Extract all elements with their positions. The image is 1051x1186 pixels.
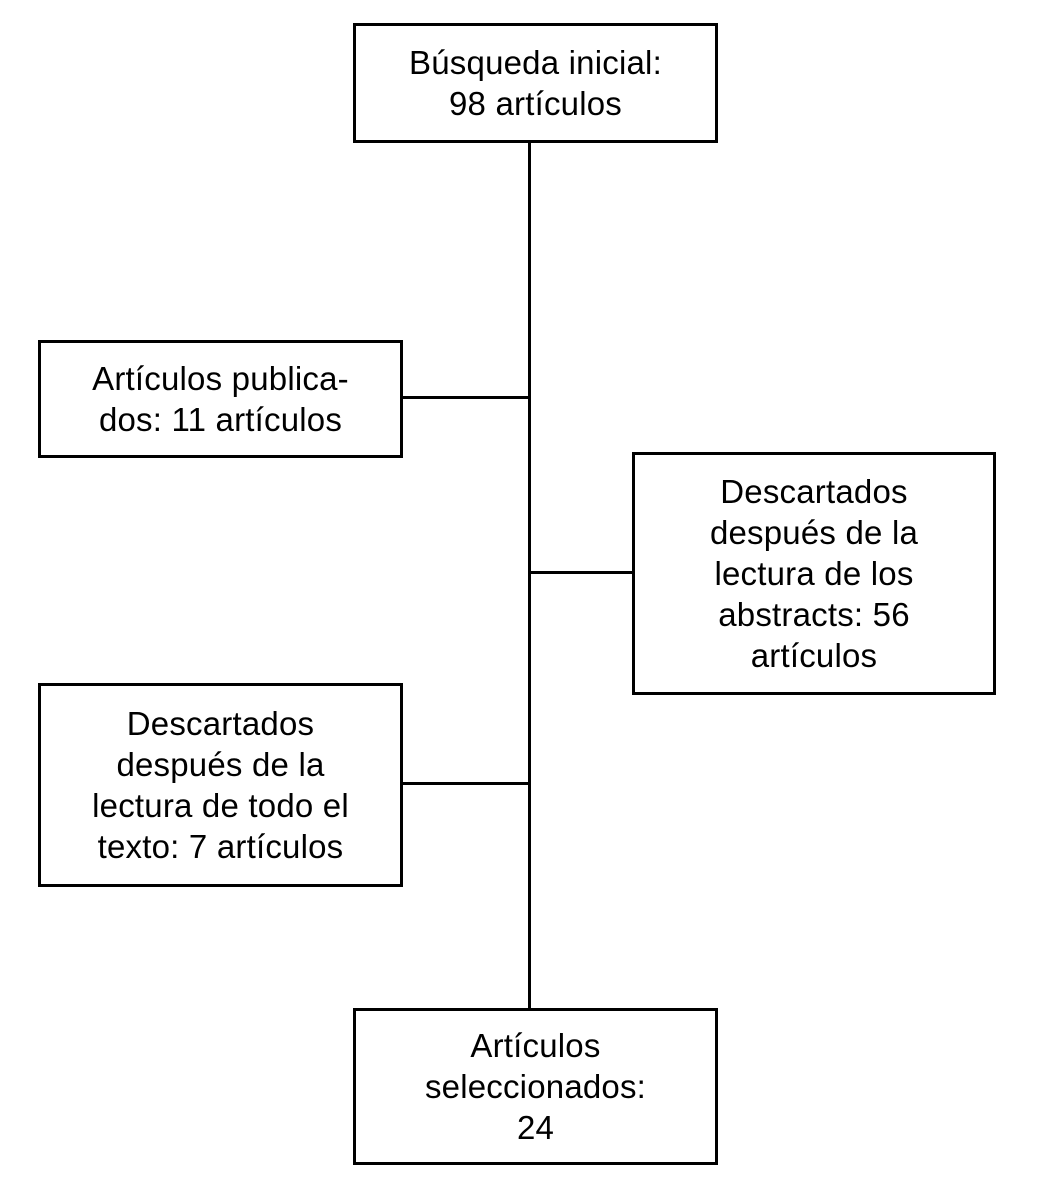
flowchart-box-selected-articles: Artículos seleccionados: 24 xyxy=(353,1008,718,1165)
flowchart-box-discarded-after-fulltext: Descartados después de la lectura de tod… xyxy=(38,683,403,887)
flowchart-box-discarded-after-abstracts: Descartados después de la lectura de los… xyxy=(632,452,996,695)
flowchart-box-initial-search: Búsqueda inicial: 98 artículos xyxy=(353,23,718,143)
connector-branch-abstracts xyxy=(529,571,632,574)
connector-trunk-line xyxy=(528,143,531,1008)
flowchart-box-published-articles: Artículos publica- dos: 11 artículos xyxy=(38,340,403,458)
connector-branch-published xyxy=(403,396,531,399)
connector-branch-fulltext xyxy=(403,782,531,785)
